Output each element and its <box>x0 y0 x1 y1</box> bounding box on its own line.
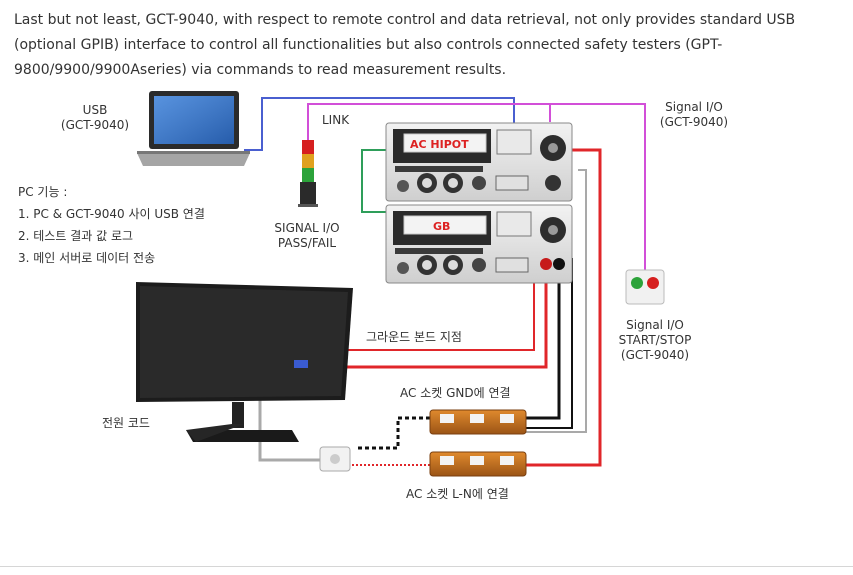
intro-paragraph: Last but not least, GCT-9040, with respe… <box>14 12 796 78</box>
signal-io-passfail-label: SIGNAL I/O PASS/FAIL <box>268 221 346 251</box>
signal-io-startstop-line1: Signal I/O <box>626 318 684 332</box>
pc-function-item: 2. 테스트 결과 값 로그 <box>18 229 134 243</box>
dashed-gnd-link <box>358 416 430 450</box>
signal-io-startstop-line2: START/STOP <box>618 333 692 347</box>
signal-io-top-line1: Signal I/O <box>665 100 723 114</box>
signal-io-top-label: Signal I/O (GCT-9040) <box>655 100 733 130</box>
ac-socket-ln-strip-icon <box>429 451 527 477</box>
gb-hipot-red-cable <box>512 148 602 467</box>
gb-red-cable <box>302 265 548 369</box>
usb-label-line1: USB <box>82 103 108 117</box>
power-cord-cable <box>258 395 320 462</box>
ac-hipot-label: AC HIPOT <box>410 138 469 151</box>
ground-bond-point-label: 그라운드 본드 지점 <box>366 330 462 344</box>
link-cable <box>361 149 386 213</box>
signal-io-startstop-line3: (GCT-9040) <box>620 348 690 362</box>
signal-io-cable-top <box>307 103 646 140</box>
gnd-black-cable <box>512 265 561 420</box>
pc-functions-list: PC 기능 : 1. PC & GCT-9040 사이 USB 연결 2. 테스… <box>18 181 205 269</box>
signal-io-startstop-label: Signal I/O START/STOP (GCT-9040) <box>614 318 696 363</box>
sense-grey-cable <box>512 169 587 433</box>
pc-functions-title: PC 기능 : <box>18 185 68 199</box>
gb-instrument <box>385 204 573 284</box>
start-stop-box-icon <box>625 269 665 305</box>
link-label: LINK <box>322 113 350 127</box>
gb-label: GB <box>433 220 451 233</box>
ac-hipot-instrument <box>385 122 573 202</box>
ac-socket-gnd-strip-icon <box>429 409 527 435</box>
ac-socket-gnd-label: AC 소켓 GND에 연결 <box>400 386 511 400</box>
power-cord-label: 전원 코드 <box>102 416 150 430</box>
usb-cable <box>244 97 515 151</box>
pc-function-item: 1. PC & GCT-9040 사이 USB 연결 <box>18 207 205 221</box>
power-outlet-icon <box>319 446 351 472</box>
signal-io-top-line2: (GCT-9040) <box>659 115 729 129</box>
usb-label: USB (GCT-9040) <box>58 103 132 133</box>
monitor-icon <box>136 282 353 442</box>
signal-io-passfail-line2: PASS/FAIL <box>277 236 337 250</box>
pc-function-item: 3. 메인 서버로 데이터 전송 <box>18 251 156 265</box>
bottom-divider <box>0 566 853 567</box>
gnd-black-cable-2 <box>512 258 573 429</box>
signal-io-passfail-line1: SIGNAL I/O <box>274 221 340 235</box>
ac-socket-ln-label: AC 소켓 L-N에 연결 <box>406 487 509 501</box>
usb-label-line2: (GCT-9040) <box>60 118 130 132</box>
signal-tower-icon <box>298 140 318 207</box>
laptop-icon <box>137 91 250 166</box>
